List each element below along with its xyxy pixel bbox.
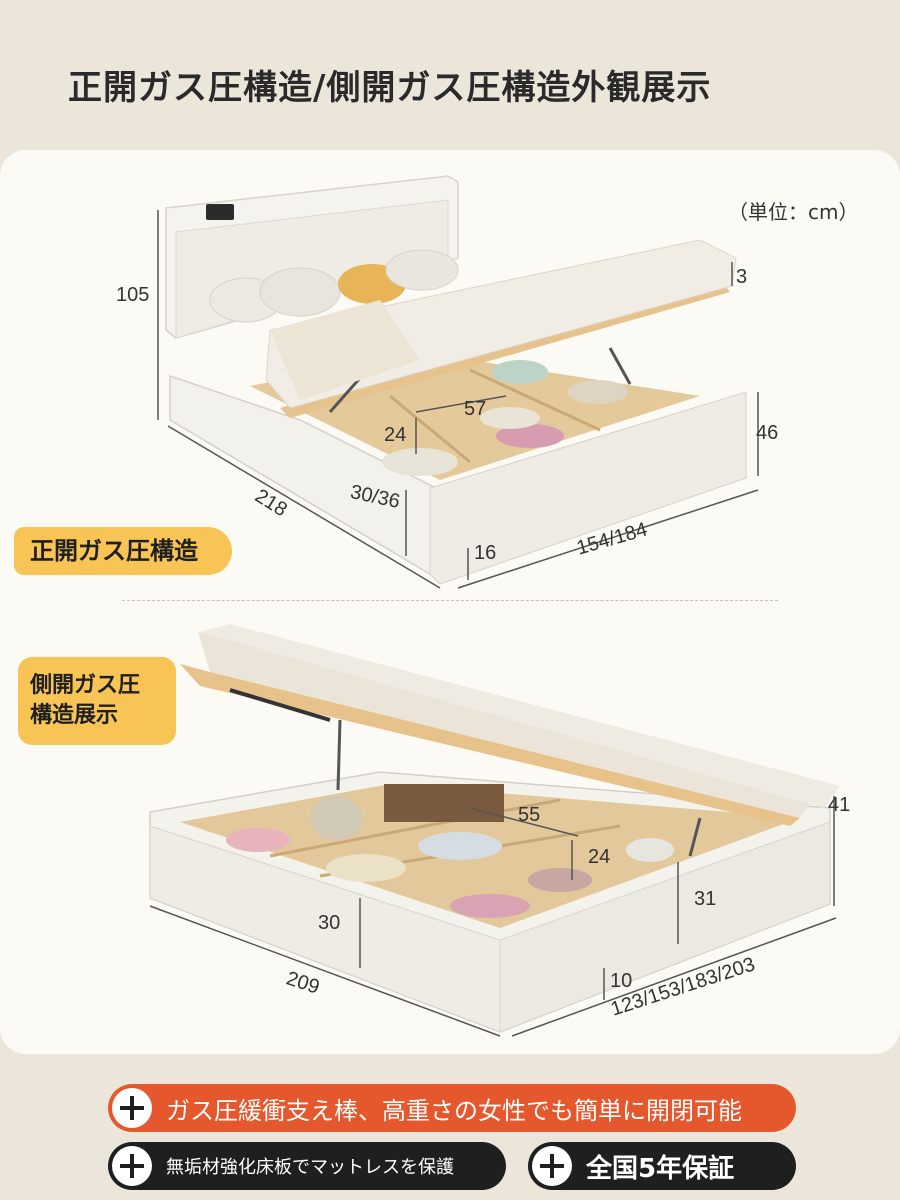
feature-solid-wood-text: 無垢材強化床板でマットレスを保護 <box>166 1157 454 1178</box>
side-leg-dim: 10 <box>610 970 633 992</box>
front-side-height-dim: 46 <box>756 422 779 444</box>
feature-warranty-text: 全国5年保証 <box>586 1153 735 1184</box>
feature-gas-strut: ガス圧緩衝支え棒、高重さの女性でも簡単に開閉可能 <box>108 1084 796 1132</box>
plus-icon <box>112 1088 152 1128</box>
side-open-badge-line2: 構造展示 <box>30 703 119 728</box>
front-height-dim: 105 <box>116 284 150 306</box>
side-inner-width-dim: 55 <box>518 804 541 826</box>
feature-solid-wood: 無垢材強化床板でマットレスを保護 <box>108 1142 506 1190</box>
front-open-bed-image <box>157 175 759 589</box>
page-title: 正開ガス圧構造/側開ガス圧構造外観展示 <box>68 68 712 108</box>
side-open-bed-image <box>149 624 840 1037</box>
side-open-badge: 側開ガス圧 構造展示 <box>18 657 176 745</box>
side-height-right-inner-dim: 31 <box>694 888 717 910</box>
front-inner-depth-dim: 24 <box>384 424 407 446</box>
side-open-badge-line1: 側開ガス圧 <box>30 673 141 698</box>
unit-label: （単位：cm） <box>728 200 859 224</box>
side-height-left-dim: 30 <box>318 912 341 934</box>
front-top-right-dim: 3 <box>736 266 748 288</box>
section-divider <box>122 600 778 601</box>
feature-warranty: 全国5年保証 <box>528 1142 796 1190</box>
front-leg-dim: 16 <box>474 542 497 564</box>
side-inner-depth-dim: 24 <box>588 846 611 868</box>
plus-icon <box>532 1146 572 1186</box>
front-inner-width-dim: 57 <box>464 398 487 420</box>
front-open-badge: 正開ガス圧構造 <box>14 527 232 575</box>
feature-gas-strut-text: ガス圧緩衝支え棒、高重さの女性でも簡単に開閉可能 <box>166 1096 742 1125</box>
side-height-right-dim: 41 <box>828 794 851 816</box>
plus-icon <box>112 1146 152 1186</box>
